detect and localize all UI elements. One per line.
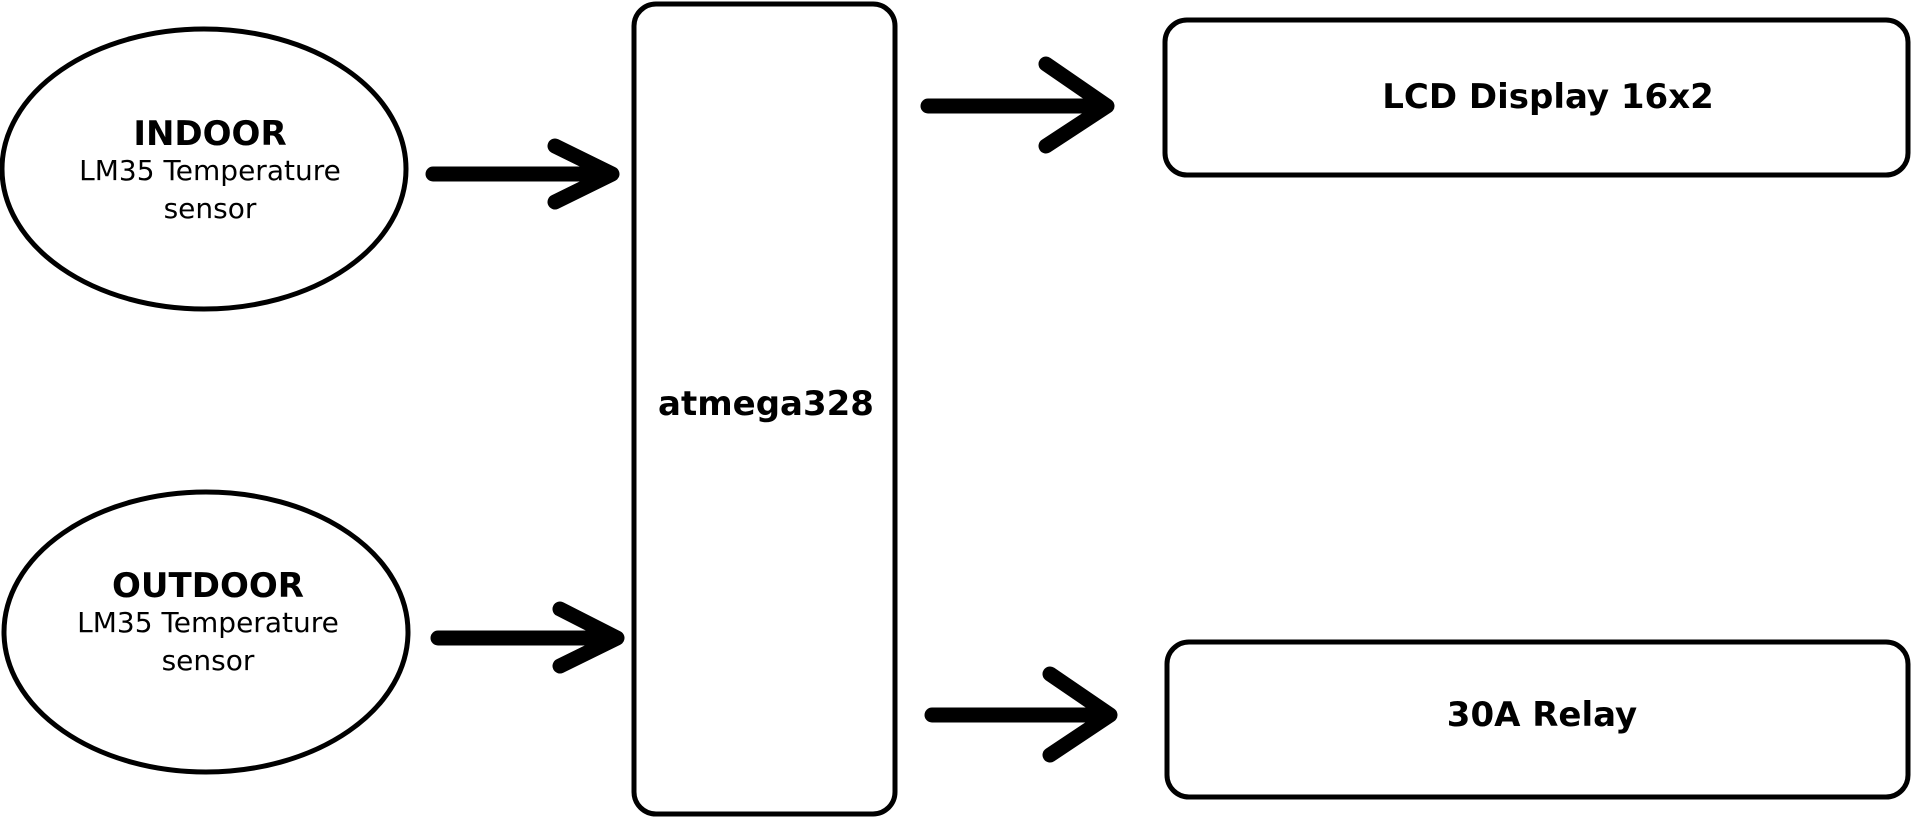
- indoor-title: INDOOR: [133, 114, 286, 154]
- relay-label: 30A Relay: [1447, 695, 1637, 735]
- arrowhead-icon: [552, 601, 625, 674]
- indoor-line1: LM35 Temperature: [79, 154, 341, 187]
- node-lcd: LCD Display 16x2: [1162, 17, 1911, 178]
- outdoor-line1: LM35 Temperature: [77, 606, 339, 639]
- mcu-label: atmega328: [658, 384, 874, 424]
- indoor-ellipse: [0, 26, 409, 312]
- lcd-box: [1162, 17, 1911, 178]
- node-relay: 30A Relay: [1164, 639, 1911, 800]
- outdoor-ellipse: [1, 489, 411, 775]
- relay-box: [1164, 639, 1911, 800]
- outdoor-title: OUTDOOR: [112, 566, 304, 606]
- edge-indoor-to-mcu: [425, 138, 620, 210]
- indoor-line2: sensor: [164, 192, 257, 225]
- edge-mcu-to-lcd: [920, 56, 1115, 154]
- arrowhead-icon: [547, 138, 620, 210]
- outdoor-line2: sensor: [162, 644, 255, 677]
- edge-outdoor-to-mcu: [430, 601, 625, 674]
- mcu-box: [631, 1, 898, 817]
- node-outdoor-sensor: OUTDOOR LM35 Temperature sensor: [1, 489, 411, 775]
- arrowhead-icon: [1038, 56, 1115, 154]
- lcd-label: LCD Display 16x2: [1382, 77, 1714, 117]
- node-mcu: atmega328: [631, 1, 898, 817]
- edge-mcu-to-relay: [924, 666, 1118, 763]
- arrowhead-icon: [1042, 666, 1118, 763]
- node-indoor-sensor: INDOOR LM35 Temperature sensor: [0, 26, 409, 312]
